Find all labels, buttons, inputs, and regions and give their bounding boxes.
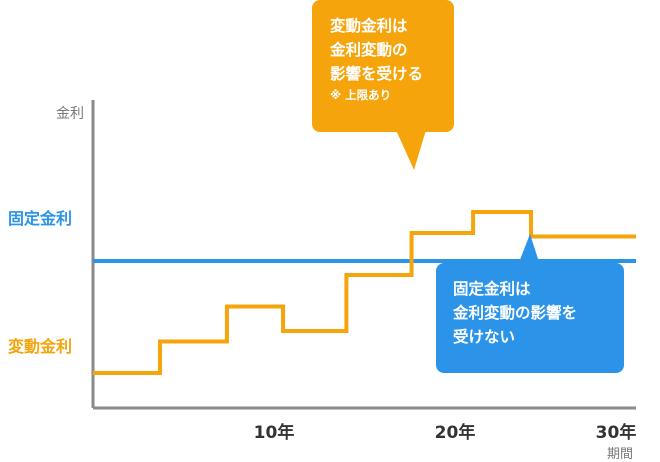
- variable-rate-label: 変動金利: [8, 337, 72, 356]
- variable-rate-line: [93, 210, 636, 375]
- x-tick-label: 20年: [435, 422, 476, 443]
- fixed-rate-label: 固定金利: [8, 209, 72, 228]
- fixed-rate-callout: 固定金利は 金利変動の影響を 受けない: [436, 263, 624, 373]
- callout-line: 影響を受ける: [330, 65, 424, 83]
- callout-line: 金利変動の影響を: [453, 304, 578, 322]
- x-tick-label: 30年: [596, 422, 637, 443]
- callout-line: 変動金利は: [330, 17, 408, 35]
- x-axis-label: 期間: [607, 447, 633, 462]
- y-axis-label: 金利: [56, 106, 84, 122]
- fixed-callout-pointer: [518, 234, 540, 265]
- callout-note: ※ 上限あり: [330, 88, 392, 102]
- callout-line: 金利変動の: [330, 41, 408, 59]
- variable-rate-callout: 変動金利は 金利変動の 影響を受ける ※ 上限あり: [312, 0, 454, 132]
- callout-line: 受けない: [453, 328, 516, 346]
- callout-line: 固定金利は: [453, 280, 531, 298]
- x-tick-label: 10年: [254, 422, 295, 443]
- variable-callout-pointer: [396, 130, 426, 170]
